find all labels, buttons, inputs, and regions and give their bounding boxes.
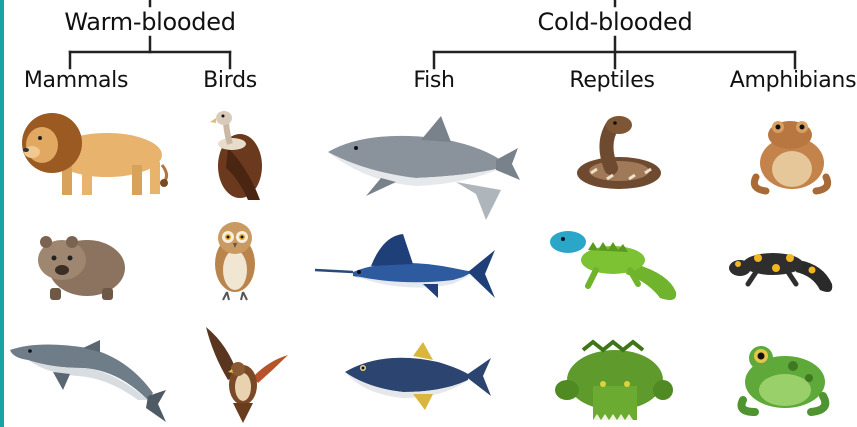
toad-illustration <box>748 117 833 195</box>
iguana-illustration <box>548 222 683 307</box>
salamander-illustration <box>728 238 836 300</box>
group-label-warm-blooded: Warm-blooded <box>64 8 235 36</box>
wombat-illustration <box>32 228 127 303</box>
crocodile-illustration <box>553 330 673 422</box>
class-label-amphibians: Amphibians <box>730 68 856 93</box>
dolphin-illustration <box>8 338 168 426</box>
snake-illustration <box>571 113 666 193</box>
tuna-illustration <box>343 340 493 412</box>
class-label-fish: Fish <box>413 68 454 93</box>
class-label-birds: Birds <box>203 68 257 93</box>
frog-illustration <box>733 340 831 415</box>
vulture-illustration <box>208 108 268 203</box>
class-label-reptiles: Reptiles <box>569 68 654 93</box>
owl-illustration <box>205 218 265 303</box>
group-label-cold-blooded: Cold-blooded <box>538 8 693 36</box>
hawk-illustration <box>198 325 290 425</box>
lion-illustration <box>12 110 172 200</box>
marlin-illustration <box>313 232 498 307</box>
class-label-mammals: Mammals <box>24 68 128 93</box>
shark-illustration <box>326 112 521 222</box>
